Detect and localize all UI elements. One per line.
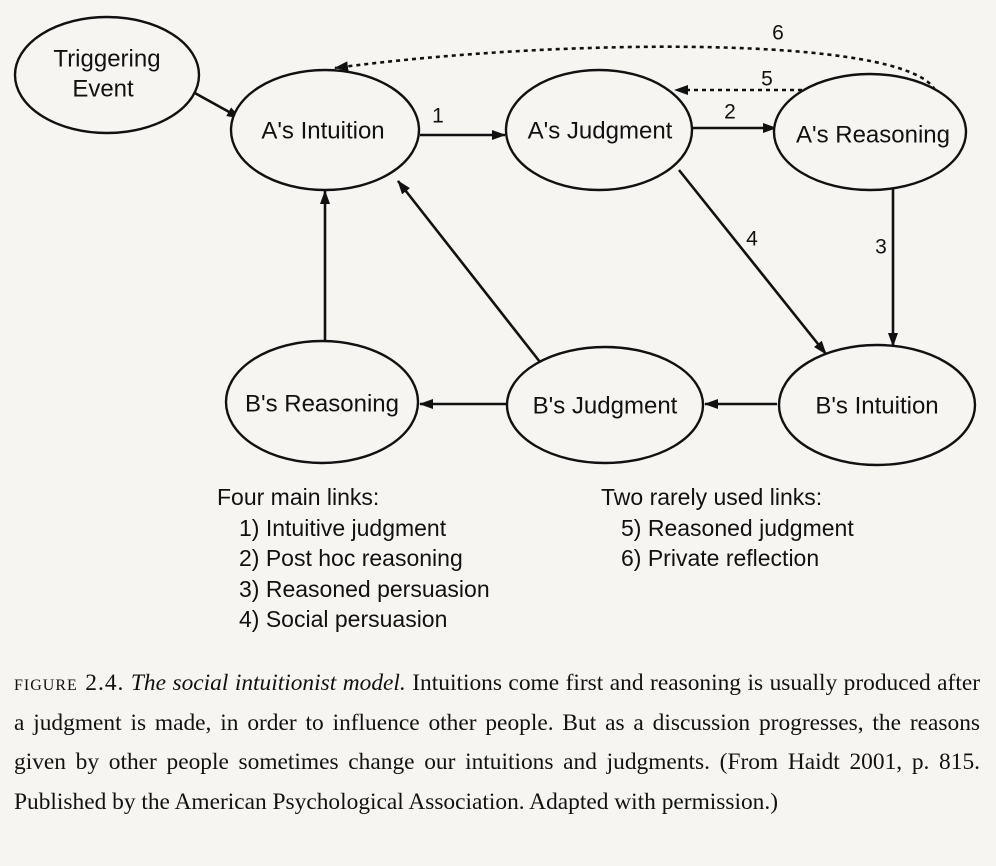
node-label-triggering-event-line1: Triggering bbox=[53, 45, 160, 72]
node-label-a-judgment: A's Judgment bbox=[528, 117, 673, 144]
figure-caption: figure 2.4. The social intuitionist mode… bbox=[14, 664, 980, 822]
node-label-a-intuition: A's Intuition bbox=[261, 117, 384, 144]
edge-label-1: 1 bbox=[432, 105, 444, 128]
node-triggering-event bbox=[13, 15, 201, 135]
edge-trigger-to-a-intuition bbox=[192, 90, 241, 120]
node-a-intuition bbox=[229, 68, 421, 192]
edge-label-5: 5 bbox=[761, 68, 773, 91]
node-b-judgment bbox=[505, 345, 705, 465]
legend-rare-links: Two rarely used links: 5) Reasoned judgm… bbox=[601, 482, 854, 574]
figure-title: The social intuitionist model. bbox=[130, 670, 406, 696]
legend-main-item: 2) Post hoc reasoning bbox=[239, 545, 463, 571]
legend-rare-title: Two rarely used links: bbox=[601, 484, 823, 510]
legend-main-links: Four main links: 1) Intuitive judgment 2… bbox=[217, 482, 490, 635]
edge-4-a-judgment-to-b-intuition bbox=[677, 169, 828, 355]
edges bbox=[192, 45, 937, 409]
node-label-b-intuition: B's Intuition bbox=[815, 392, 938, 419]
legend-main-title: Four main links: bbox=[217, 484, 380, 510]
figure-caption-text: Intuitions come first and reasoning is u… bbox=[14, 670, 981, 815]
node-b-intuition bbox=[777, 343, 977, 467]
node-label-triggering-event-line2: Event bbox=[72, 75, 134, 102]
legend-rare-item: 5) Reasoned judgment bbox=[621, 514, 854, 541]
social-intuitionist-diagram: Triggering Event A's Intuition A's Judgm… bbox=[13, 15, 977, 467]
node-label-b-judgment: B's Judgment bbox=[533, 392, 678, 419]
edge-b-judgment-to-a-intuition bbox=[396, 180, 542, 363]
node-label-b-reasoning: B's Reasoning bbox=[245, 390, 399, 417]
legend-rare-item: 6) Private reflection bbox=[621, 545, 820, 571]
node-a-judgment bbox=[504, 68, 694, 192]
node-a-reasoning bbox=[772, 72, 968, 192]
edge-label-3: 3 bbox=[875, 236, 887, 259]
node-label-a-reasoning: A's Reasoning bbox=[796, 121, 950, 148]
edge-label-2: 2 bbox=[724, 101, 736, 124]
edge-label-6: 6 bbox=[772, 22, 784, 45]
figure-label: figure 2.4. bbox=[14, 670, 125, 696]
legend-main-item: 3) Reasoned persuasion bbox=[239, 575, 490, 602]
node-b-reasoning bbox=[224, 339, 420, 465]
legend-main-item: 1) Intuitive judgment bbox=[239, 514, 447, 541]
nodes bbox=[13, 15, 977, 467]
edge-label-4: 4 bbox=[746, 228, 758, 251]
edge-6-a-reasoning-to-a-intuition bbox=[334, 45, 937, 91]
legend-main-item: 4) Social persuasion bbox=[239, 606, 448, 632]
